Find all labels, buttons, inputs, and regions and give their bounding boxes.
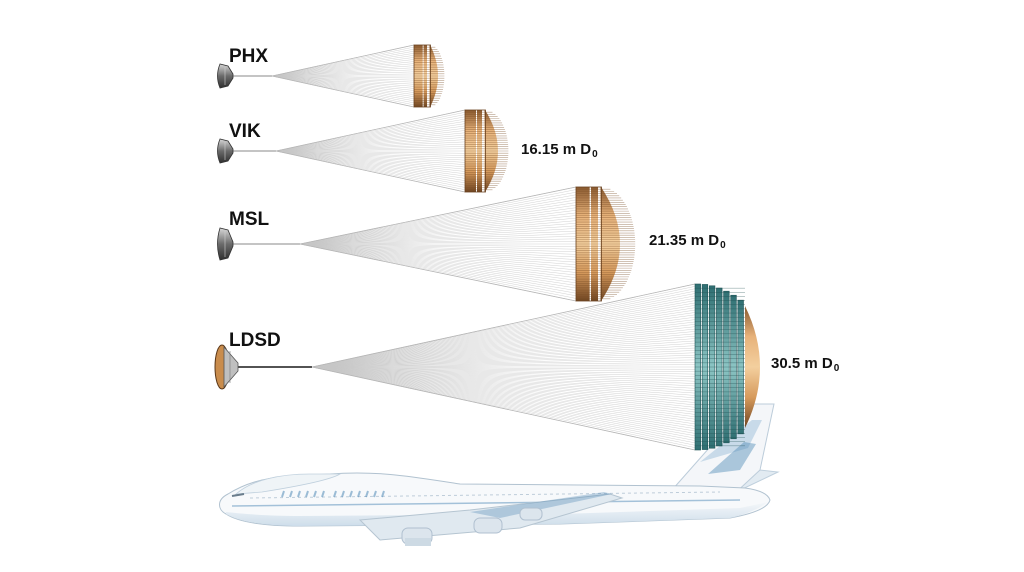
canopy — [694, 283, 760, 451]
entry-capsule-icon — [217, 227, 234, 261]
aircraft-illustration — [219, 403, 780, 546]
diameter-label-ldsd: 30.5 m D0 — [771, 355, 839, 374]
diameter-symbol: D — [708, 232, 720, 249]
diameter-unit: m — [562, 141, 577, 158]
suspension-lines — [271, 44, 415, 108]
parachute-system-ldsd — [214, 283, 760, 451]
diameter-subscript: 0 — [592, 149, 598, 160]
parachute-system-phx — [217, 44, 445, 108]
diameter-value: 21.35 — [649, 232, 687, 249]
label-msl: MSL — [229, 209, 270, 230]
parachute-system-vik — [217, 109, 509, 193]
canopy — [464, 109, 509, 193]
parachute-system-msl — [217, 186, 636, 302]
suspension-lines — [275, 109, 466, 193]
parachute-systems — [214, 44, 760, 451]
entry-capsule-icon — [217, 63, 234, 89]
canopy — [575, 186, 636, 302]
diameter-label-vik: 16.15 m D0 — [521, 141, 598, 160]
diameter-symbol: D — [821, 355, 833, 372]
entry-capsule-icon — [217, 138, 234, 164]
label-vik: VIK — [229, 121, 261, 142]
entry-capsule-icon — [214, 344, 239, 390]
diameter-unit: m — [804, 355, 818, 372]
label-ldsd: LDSD — [229, 330, 281, 351]
diameter-subscript: 0 — [833, 363, 840, 374]
diameter-label-msl: 21.35 m D0 — [649, 232, 726, 251]
diameter-subscript: 0 — [720, 240, 726, 251]
aircraft-livery-text — [281, 490, 385, 498]
label-phx: PHX — [229, 46, 269, 67]
canopy — [413, 44, 445, 108]
diameter-value: 30.5 — [771, 355, 801, 372]
diameter-value: 16.15 — [521, 141, 559, 158]
diameter-symbol: D — [580, 141, 592, 158]
suspension-lines — [311, 283, 696, 451]
suspension-lines — [299, 186, 577, 302]
diameter-unit: m — [690, 232, 705, 249]
